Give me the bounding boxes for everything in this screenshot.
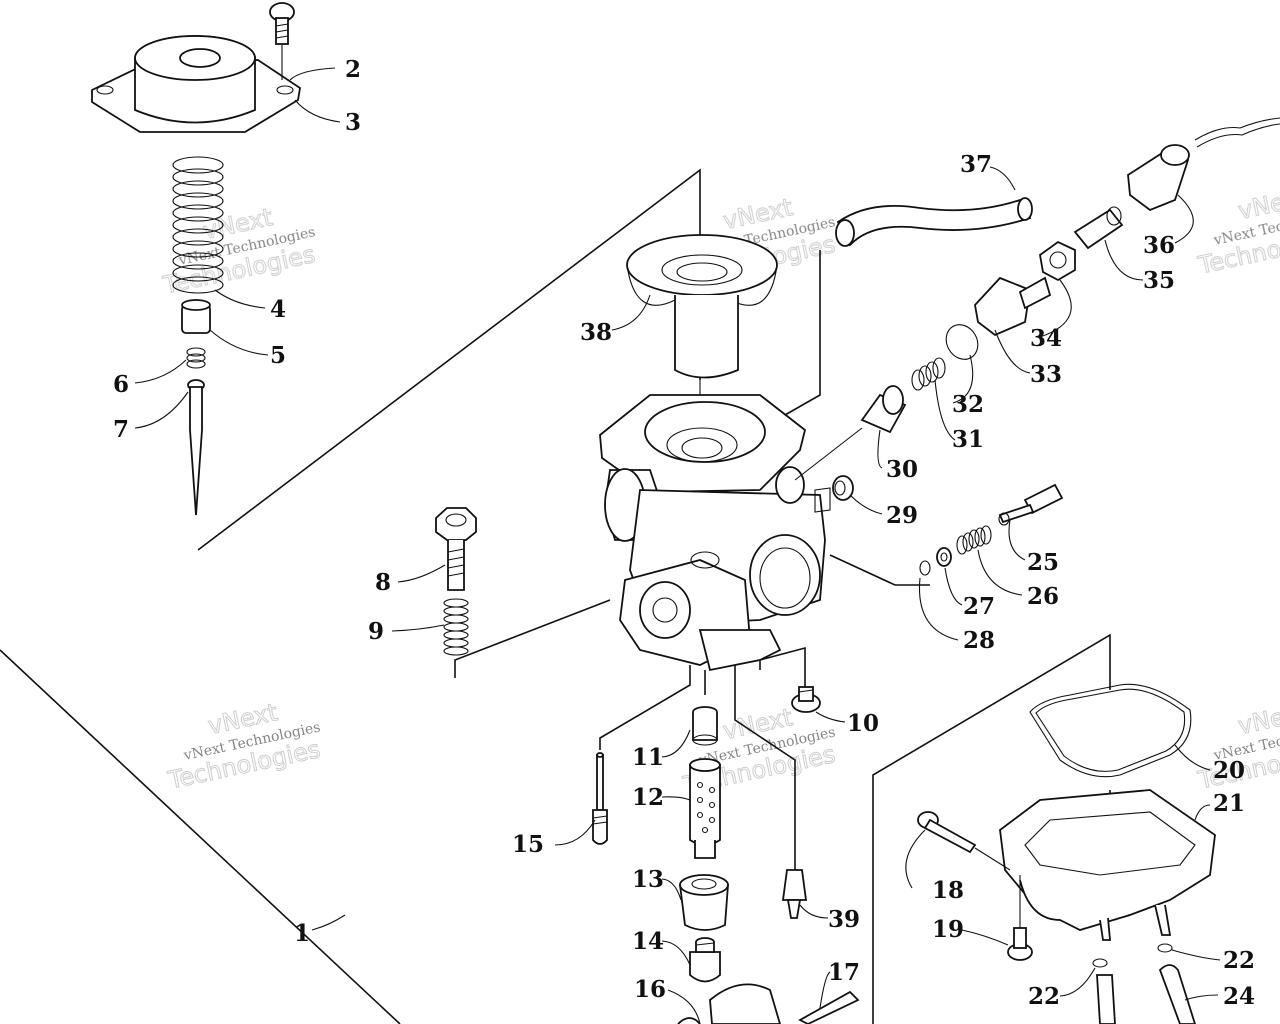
callout-24: 24	[1223, 983, 1255, 1010]
plug-cap	[832, 475, 854, 501]
callout-33: 33	[1030, 361, 1062, 388]
pilot-screw-washer	[936, 547, 952, 567]
callout-10: 10	[847, 710, 879, 737]
float-needle-valve	[781, 869, 808, 919]
callout-8: 8	[375, 569, 391, 596]
carburetor-body	[599, 394, 831, 672]
callout-2: 2	[345, 56, 361, 83]
callout-20: 20	[1213, 757, 1245, 784]
callout-27: 27	[963, 593, 995, 620]
callout-39: 39	[828, 906, 860, 933]
callout-16: 16	[634, 976, 666, 1003]
choke-spring	[911, 357, 946, 391]
watermark-3: vNext vNext Technologies Technologies	[1195, 183, 1280, 281]
float	[677, 983, 781, 1024]
float-bowl-gasket	[1029, 683, 1192, 778]
svg-text:vNext: vNext	[1236, 698, 1280, 740]
cable-nut	[1039, 240, 1076, 282]
assembly-boundary-lines	[0, 168, 1111, 1024]
callout-13: 13	[632, 866, 664, 893]
callout-28: 28	[963, 627, 995, 654]
callout-34: 34	[1030, 325, 1062, 352]
float-bowl	[999, 789, 1216, 941]
idle-adjust-spring	[443, 598, 469, 656]
callout-22-right: 22	[1223, 947, 1255, 974]
idle-adjust-screw	[435, 507, 477, 591]
cable-boot	[1127, 117, 1280, 212]
pilot-screw-o-ring	[919, 560, 931, 576]
needle-clip	[186, 347, 206, 369]
callout-11: 11	[632, 744, 664, 771]
drain-tubes	[1096, 964, 1196, 1024]
callout-14: 14	[632, 928, 664, 955]
svg-text:vNext: vNext	[1236, 183, 1280, 225]
jet-holder	[678, 874, 729, 931]
callout-17: 17	[828, 959, 860, 986]
callout-6: 6	[113, 371, 129, 398]
callout-38: 38	[580, 319, 612, 346]
pilot-screw-spring	[956, 525, 992, 555]
callout-35: 35	[1143, 267, 1175, 294]
callout-15: 15	[512, 831, 544, 858]
callout-26: 26	[1027, 583, 1059, 610]
callout-3: 3	[345, 109, 361, 136]
needle-jet	[689, 758, 721, 859]
cable-adjuster	[1073, 206, 1124, 250]
diaphragm-slide	[626, 234, 778, 379]
callout-7: 7	[113, 416, 129, 443]
leader-lines	[134, 67, 1221, 1024]
pilot-jet	[689, 937, 721, 983]
carburetor-top-cover	[91, 35, 301, 133]
callout-1: 1	[294, 920, 310, 947]
callout-31: 31	[952, 426, 984, 453]
callout-4: 4	[270, 296, 286, 323]
main-jet	[692, 706, 718, 746]
drain-screw	[917, 811, 1011, 871]
callout-labels: 1 2 3 4 5 6 7 8 9 10 11 12 13 14 15 16 1…	[113, 56, 1255, 1010]
callout-30: 30	[886, 456, 918, 483]
callout-25: 25	[1027, 549, 1059, 576]
jet-needle	[187, 379, 205, 516]
choke-plunger	[794, 385, 907, 481]
throttle-spring	[172, 156, 224, 294]
callout-21: 21	[1213, 790, 1245, 817]
watermark-1: vNext vNext Technologies Technologies	[160, 203, 319, 301]
callout-36: 36	[1143, 232, 1175, 259]
body-screw	[791, 686, 821, 713]
float-pin	[798, 990, 860, 1024]
needle-retainer	[181, 299, 211, 334]
cover-screw	[269, 2, 295, 80]
choke-nut	[974, 276, 1052, 337]
callout-22-left: 22	[1028, 983, 1060, 1010]
callout-18: 18	[932, 877, 964, 904]
callout-19: 19	[932, 916, 964, 943]
bowl-o-rings	[1092, 943, 1173, 968]
watermark-4: vNext vNext Technologies Technologies	[165, 698, 324, 796]
starter-jet	[592, 752, 608, 845]
bowl-screw	[1007, 875, 1033, 961]
choke-o-ring	[945, 324, 979, 360]
pilot-air-screw	[998, 483, 1064, 526]
callout-37: 37	[960, 151, 992, 178]
callout-9: 9	[368, 618, 384, 645]
vent-tube	[835, 197, 1033, 247]
callout-32: 32	[952, 391, 984, 418]
callout-12: 12	[632, 784, 664, 811]
callout-5: 5	[270, 342, 286, 369]
callout-29: 29	[886, 502, 918, 529]
